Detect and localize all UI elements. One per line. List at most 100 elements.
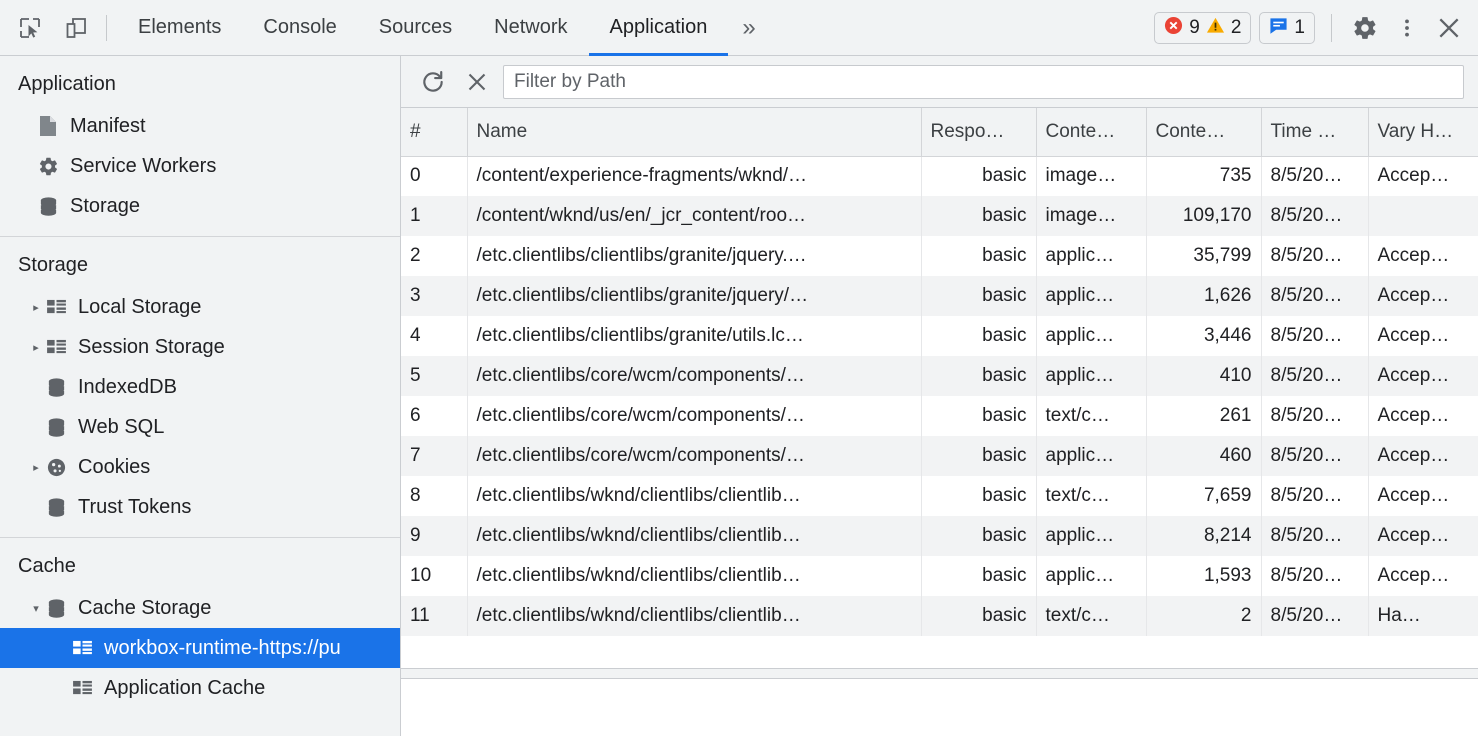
column-header-content-type[interactable]: Conte…: [1036, 108, 1147, 157]
inspect-element-icon[interactable]: [14, 12, 46, 44]
cell-content-type: text/c…: [1036, 476, 1147, 516]
device-toolbar-icon[interactable]: [60, 12, 92, 44]
sidebar-item-indexeddb[interactable]: IndexedDB: [0, 367, 400, 407]
cell-content-length: 35,799: [1146, 236, 1262, 276]
column-header-response-type[interactable]: Respo…: [921, 108, 1037, 157]
issues-counter[interactable]: 9 2: [1154, 11, 1252, 44]
table-row[interactable]: 7/etc.clientlibs/core/wcm/components/…ba…: [401, 436, 1478, 476]
chevron-right-icon[interactable]: ▸: [33, 461, 39, 474]
cache-entries-grid[interactable]: # Name Respo… Conte… Conte… Time … Vary …: [401, 108, 1478, 668]
more-tabs-label: »: [742, 13, 756, 41]
cell-content-length: 3,446: [1146, 316, 1262, 356]
message-icon: [1269, 16, 1288, 40]
table-header-row: # Name Respo… Conte… Conte… Time … Vary …: [401, 108, 1478, 157]
table-body: 0/content/experience-fragments/wknd/…bas…: [401, 156, 1478, 636]
cell-index: 7: [401, 436, 468, 476]
table-row[interactable]: 11/etc.clientlibs/wknd/clientlibs/client…: [401, 596, 1478, 636]
sidebar-item-service-workers[interactable]: Service Workers: [0, 146, 400, 186]
refresh-icon[interactable]: [415, 64, 451, 100]
sidebar-item-label: Session Storage: [78, 335, 225, 358]
table-row[interactable]: 1/content/wknd/us/en/_jcr_content/roo…ba…: [401, 196, 1478, 236]
cell-vary-header: Accep…: [1368, 356, 1478, 396]
table-icon: [72, 640, 102, 656]
cell-content-type: image…: [1036, 156, 1147, 196]
table-row[interactable]: 6/etc.clientlibs/core/wcm/components/…ba…: [401, 396, 1478, 436]
table-row[interactable]: 3/etc.clientlibs/clientlibs/granite/jque…: [401, 276, 1478, 316]
tab-console[interactable]: Console: [242, 0, 357, 56]
toolbar-left-icons: [0, 12, 92, 44]
chevron-right-icon[interactable]: ▸: [33, 341, 39, 354]
tab-sources[interactable]: Sources: [358, 0, 473, 56]
gear-icon[interactable]: [1348, 11, 1382, 45]
cell-time-cached: 8/5/20…: [1261, 156, 1369, 196]
column-header-index[interactable]: #: [401, 108, 468, 157]
column-header-name[interactable]: Name: [467, 108, 922, 157]
cell-vary-header: Ha…: [1368, 596, 1478, 636]
cell-content-length: 109,170: [1146, 196, 1262, 236]
table-row[interactable]: 9/etc.clientlibs/wknd/clientlibs/clientl…: [401, 516, 1478, 556]
panel-splitter[interactable]: [401, 668, 1478, 679]
cell-response-type: basic: [921, 596, 1037, 636]
table-row[interactable]: 8/etc.clientlibs/wknd/clientlibs/clientl…: [401, 476, 1478, 516]
chevron-down-icon[interactable]: ▾: [33, 602, 39, 615]
messages-counter[interactable]: 1: [1259, 11, 1315, 44]
table-row[interactable]: 0/content/experience-fragments/wknd/…bas…: [401, 156, 1478, 196]
cell-vary-header: Accep…: [1368, 396, 1478, 436]
cell-response-type: basic: [921, 316, 1037, 356]
table-row[interactable]: 2/etc.clientlibs/clientlibs/granite/jque…: [401, 236, 1478, 276]
application-sidebar[interactable]: Application Manifest Service Workers Sto…: [0, 56, 401, 736]
tab-application[interactable]: Application: [588, 0, 729, 56]
sidebar-item-application-cache[interactable]: Application Cache: [0, 668, 400, 708]
sidebar-item-label: IndexedDB: [78, 375, 177, 398]
cell-time-cached: 8/5/20…: [1261, 436, 1369, 476]
kebab-menu-icon[interactable]: [1390, 11, 1424, 45]
sidebar-item-manifest[interactable]: Manifest: [0, 106, 400, 146]
cell-index: 10: [401, 556, 468, 596]
cell-content-type: applic…: [1036, 556, 1147, 596]
cell-name: /etc.clientlibs/core/wcm/components/…: [467, 396, 922, 436]
table-row[interactable]: 4/etc.clientlibs/clientlibs/granite/util…: [401, 316, 1478, 356]
cell-response-type: basic: [921, 156, 1037, 196]
sidebar-item-cache-storage[interactable]: ▾ Cache Storage: [0, 588, 400, 628]
sidebar-item-web-sql[interactable]: Web SQL: [0, 407, 400, 447]
sidebar-item-storage[interactable]: Storage: [0, 186, 400, 226]
cell-time-cached: 8/5/20…: [1261, 396, 1369, 436]
sidebar-item-cookies[interactable]: ▸ Cookies: [0, 447, 400, 487]
tab-elements[interactable]: Elements: [117, 0, 242, 56]
sidebar-item-trust-tokens[interactable]: Trust Tokens: [0, 487, 400, 527]
delete-entry-icon[interactable]: [459, 64, 495, 100]
sidebar-item-local-storage[interactable]: ▸ Local Storage: [0, 287, 400, 327]
cell-vary-header: Accep…: [1368, 516, 1478, 556]
column-header-content-length[interactable]: Conte…: [1146, 108, 1262, 157]
table-icon: [72, 680, 102, 696]
more-tabs-icon[interactable]: »: [728, 0, 769, 56]
table-row[interactable]: 5/etc.clientlibs/core/wcm/components/…ba…: [401, 356, 1478, 396]
column-header-vary-header[interactable]: Vary H…: [1368, 108, 1478, 157]
cell-index: 8: [401, 476, 468, 516]
cell-time-cached: 8/5/20…: [1261, 236, 1369, 276]
cell-content-length: 261: [1146, 396, 1262, 436]
cell-time-cached: 8/5/20…: [1261, 276, 1369, 316]
chevron-right-icon[interactable]: ▸: [33, 301, 39, 314]
sidebar-section-cache: Cache ▾ Cache Storage workbox-runtime-ht…: [0, 538, 400, 718]
sidebar-item-workbox-runtime-cache[interactable]: workbox-runtime-https://pu: [0, 628, 400, 668]
cell-vary-header: Accep…: [1368, 236, 1478, 276]
sidebar-item-session-storage[interactable]: ▸ Session Storage: [0, 327, 400, 367]
database-icon: [46, 417, 76, 438]
sidebar-item-label: Application Cache: [104, 676, 266, 699]
cell-vary-header: Accep…: [1368, 316, 1478, 356]
table-icon: [46, 339, 76, 355]
cell-content-type: applic…: [1036, 516, 1147, 556]
cell-content-length: 735: [1146, 156, 1262, 196]
cell-name: /content/wknd/us/en/_jcr_content/roo…: [467, 196, 922, 236]
sidebar-section-storage: Storage ▸ Local Storage ▸ Session Storag…: [0, 237, 400, 538]
panel-tabs: Elements Console Sources Network Applica…: [117, 0, 770, 56]
close-icon[interactable]: [1432, 11, 1466, 45]
table-row[interactable]: 10/etc.clientlibs/wknd/clientlibs/client…: [401, 556, 1478, 596]
sidebar-section-application: Application Manifest Service Workers Sto…: [0, 56, 400, 237]
cell-response-type: basic: [921, 196, 1037, 236]
filter-by-path-input[interactable]: [503, 64, 1464, 99]
cell-name: /etc.clientlibs/clientlibs/granite/utils…: [467, 316, 922, 356]
tab-network[interactable]: Network: [473, 0, 588, 56]
column-header-time-cached[interactable]: Time …: [1261, 108, 1369, 157]
